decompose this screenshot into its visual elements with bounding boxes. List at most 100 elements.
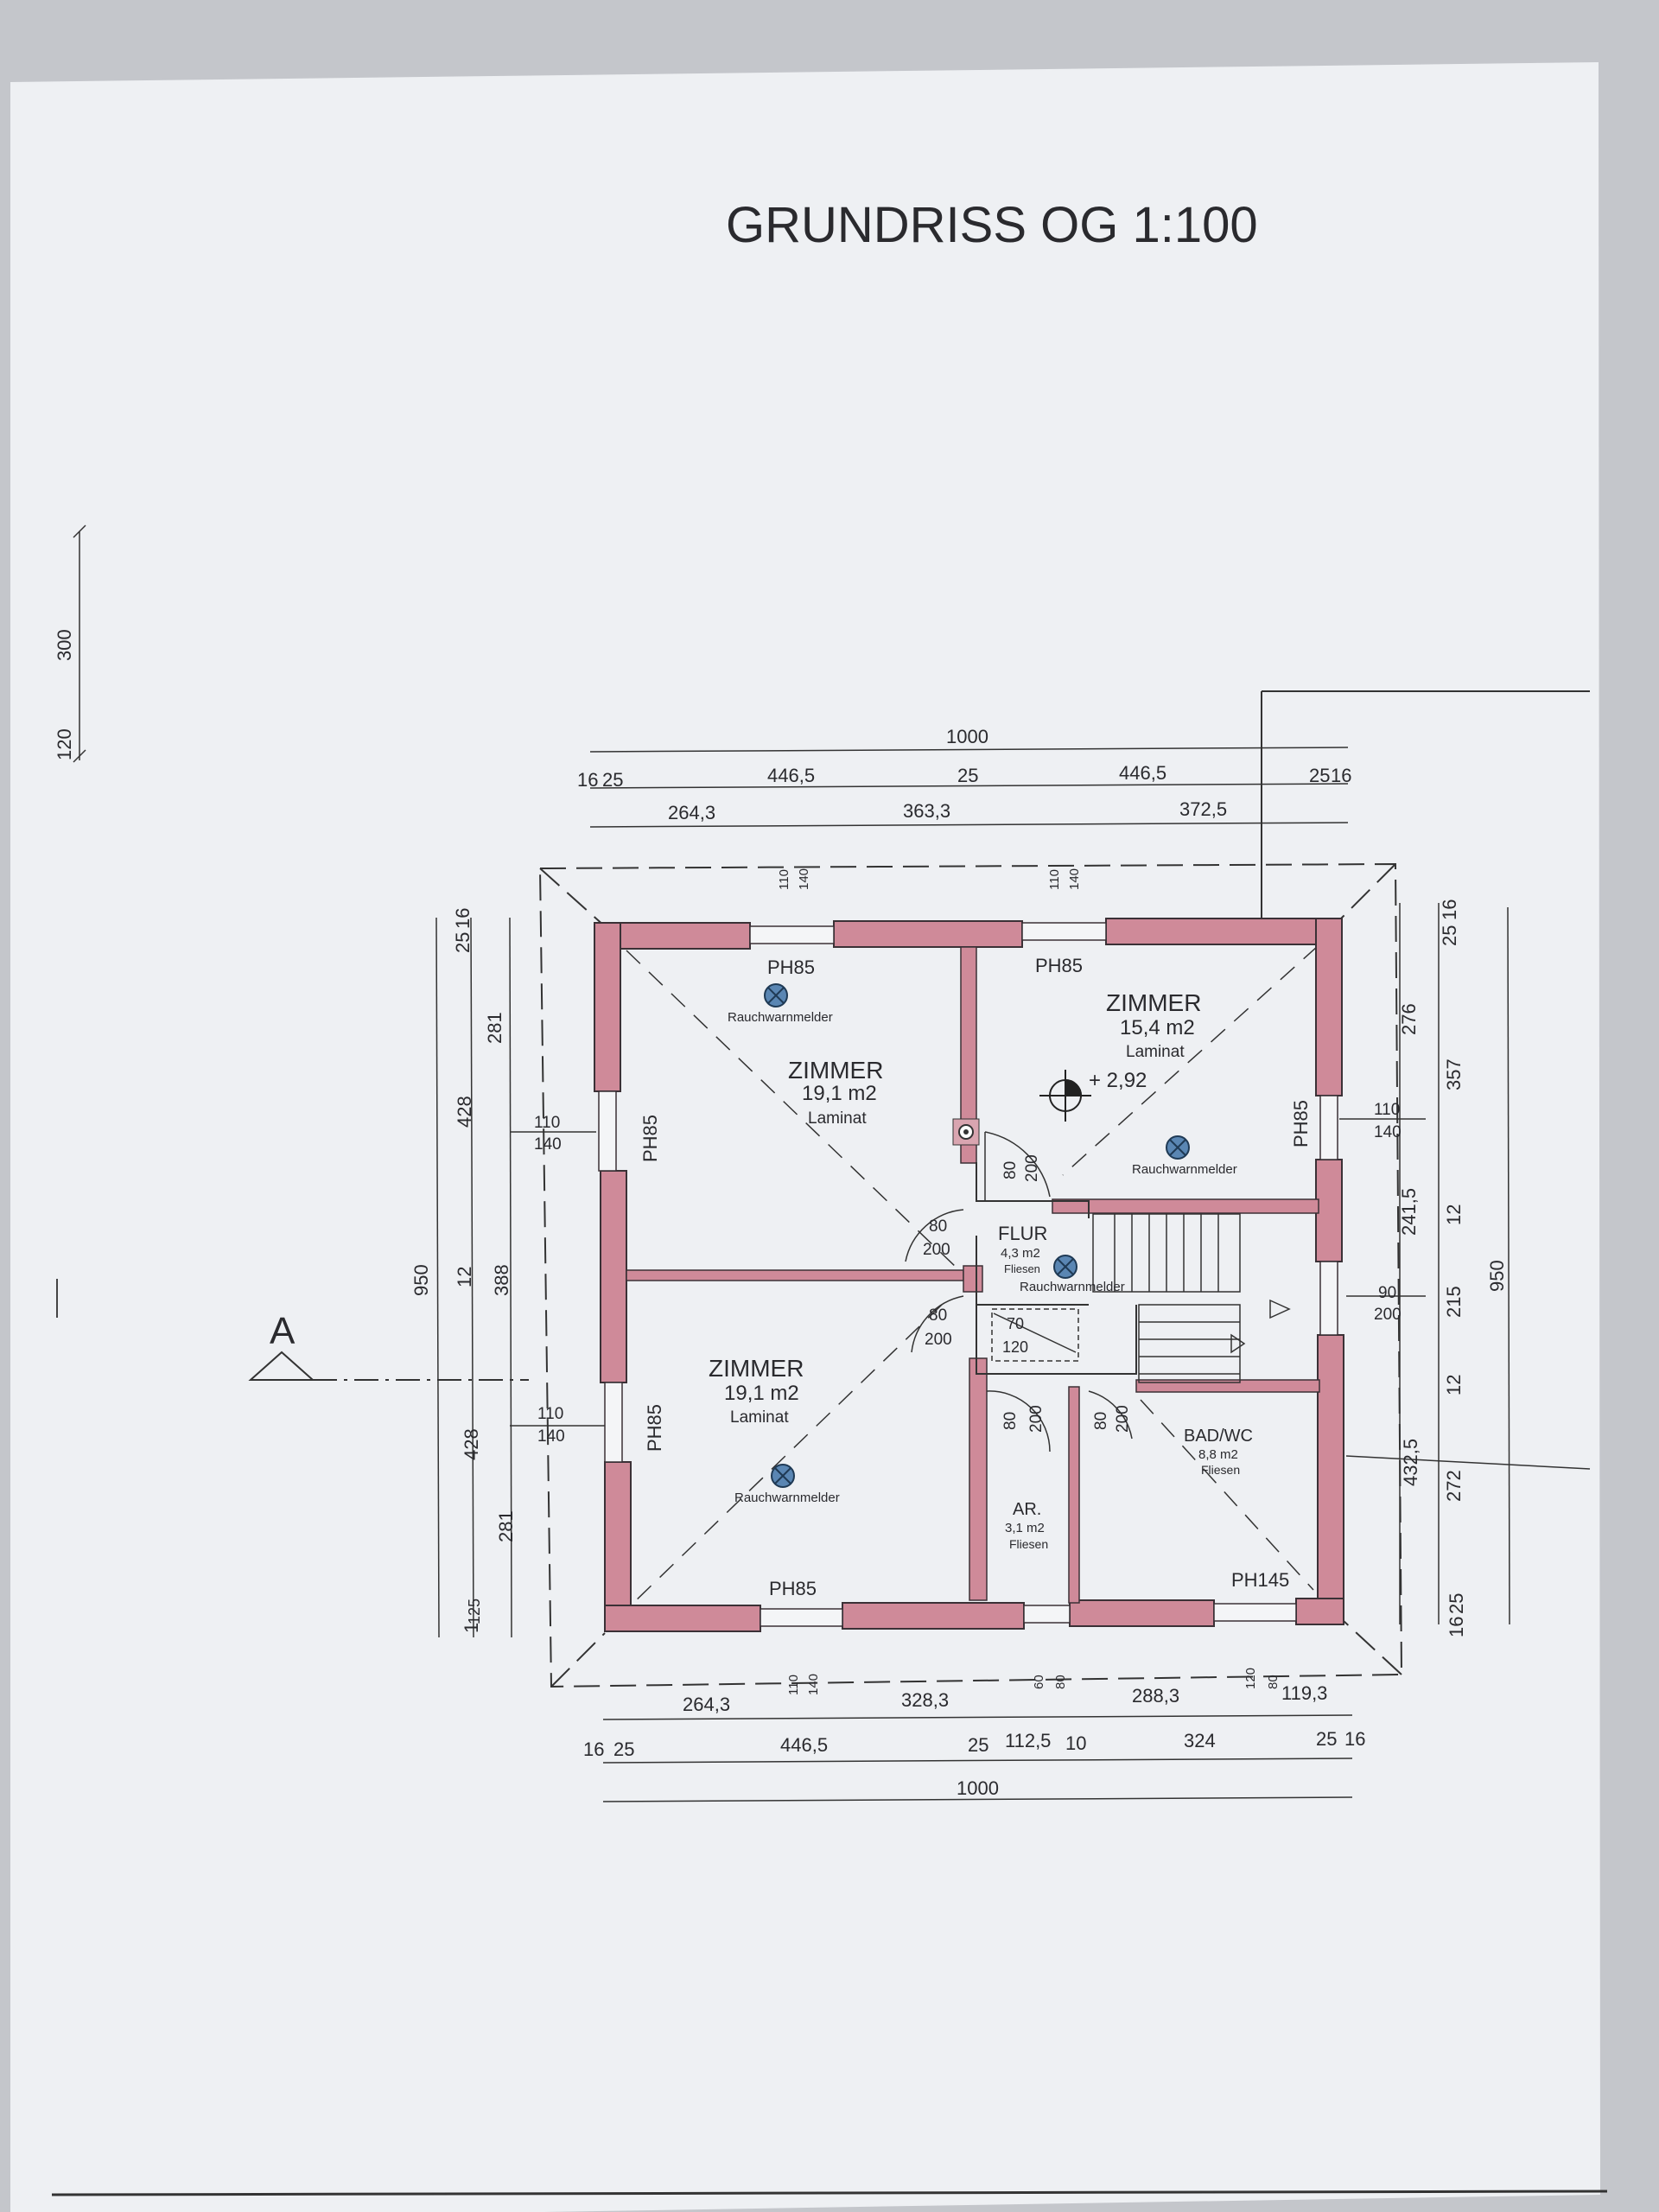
page-edge-line	[51, 2190, 1608, 2196]
ar-name: AR.	[1013, 1500, 1041, 1519]
top-d-446b: 446,5	[1119, 762, 1166, 784]
bot-door-b: 80	[1053, 1675, 1068, 1689]
r1-floor: Laminat	[808, 1109, 867, 1128]
bot-win-a: 110	[786, 1675, 801, 1695]
interior-walls	[626, 946, 1320, 1604]
left-125: 125	[466, 1599, 483, 1624]
roof-outline	[538, 862, 1403, 1688]
right-top-16: 16	[1439, 899, 1460, 920]
door1-w: 80	[1001, 1161, 1020, 1179]
ar-area: 3,1 m2	[1005, 1521, 1045, 1535]
hatch-w: 70	[1007, 1315, 1024, 1332]
right-272: 272	[1443, 1470, 1465, 1502]
ceiling-diagonals	[626, 945, 1319, 1606]
windows	[598, 922, 1338, 1627]
top-d-25: 25	[602, 769, 623, 791]
bot-r2-25b: 25	[968, 1734, 988, 1756]
r2-name: ZIMMER	[1106, 989, 1201, 1016]
left-12: 12	[454, 1267, 475, 1287]
r2-smoke-label: Rauchwarnmelder	[1132, 1162, 1237, 1177]
left-win2-b: 140	[537, 1427, 565, 1446]
bot-win-b: 140	[806, 1674, 821, 1695]
r3-smoke-label: Rauchwarnmelder	[734, 1491, 840, 1505]
door2-h: 200	[923, 1241, 950, 1259]
door5-h: 200	[1114, 1405, 1132, 1433]
right-win-a: 110	[1374, 1101, 1400, 1119]
top-total: 1000	[946, 726, 988, 747]
door2-w: 80	[929, 1217, 947, 1236]
bot-r2-16: 16	[583, 1738, 604, 1760]
scale-value-120: 120	[54, 728, 75, 760]
flur-walls	[976, 1162, 1137, 1375]
flur-smoke-label: Rauchwarnmelder	[1020, 1280, 1125, 1294]
top-r3-b: 363,3	[903, 800, 950, 822]
bot-r2-324: 324	[1184, 1730, 1216, 1751]
bad-window-label: PH145	[1231, 1569, 1289, 1591]
section-marker-a	[248, 1351, 529, 1381]
r1-name: ZIMMER	[788, 1057, 883, 1084]
section-label: A	[270, 1310, 296, 1352]
door1-h: 200	[1023, 1154, 1041, 1182]
level-marker	[1039, 1070, 1091, 1122]
left-top-25: 25	[452, 932, 474, 953]
left-388: 388	[491, 1264, 512, 1296]
right-241: 241,5	[1398, 1188, 1420, 1236]
staircase	[1092, 1213, 1291, 1383]
smoke-detector-icons	[764, 983, 1190, 1488]
scale-value-300: 300	[54, 629, 75, 661]
right-total: 950	[1486, 1260, 1508, 1292]
bot-win2-b: 80	[1266, 1675, 1281, 1689]
bad-name: BAD/WC	[1184, 1427, 1253, 1446]
right-25: 25	[1446, 1593, 1467, 1614]
top-win2-a: 110	[1047, 869, 1062, 890]
left-281b: 281	[495, 1510, 517, 1542]
left-428a: 428	[454, 1096, 475, 1128]
top-d-446a: 446,5	[767, 765, 815, 786]
right-432: 432,5	[1400, 1439, 1421, 1486]
door3-w: 80	[929, 1306, 947, 1325]
top-d-25c: 25	[1309, 765, 1330, 786]
top-r3-a: 264,3	[668, 802, 715, 823]
right-12a: 12	[1443, 1205, 1465, 1225]
door5-w: 80	[1092, 1412, 1110, 1430]
bot-r2-25: 25	[613, 1738, 634, 1760]
r1-window-label: PH85	[767, 957, 815, 978]
r3-side-window: PH85	[644, 1404, 665, 1452]
door4-h: 200	[1027, 1405, 1046, 1433]
right-win-b: 140	[1374, 1123, 1402, 1141]
r2-floor: Laminat	[1126, 1043, 1185, 1061]
top-win2-b: 140	[1067, 868, 1082, 890]
bot-r2-10: 10	[1065, 1732, 1086, 1754]
bot-r2-112: 112,5	[1005, 1730, 1051, 1751]
left-1: 1	[461, 1623, 482, 1633]
door-swings	[905, 1131, 1133, 1452]
bot-r1-b: 328,3	[901, 1689, 949, 1711]
r2-side-window: PH85	[1290, 1100, 1312, 1147]
right-357: 357	[1443, 1058, 1465, 1090]
bad-floor: Fliesen	[1201, 1463, 1240, 1477]
left-top-16: 16	[452, 908, 474, 929]
r1-smoke-label: Rauchwarnmelder	[728, 1010, 833, 1025]
right-16: 16	[1446, 1617, 1467, 1637]
top-d-16: 16	[577, 769, 598, 791]
flur-area: 4,3 m2	[1001, 1246, 1040, 1261]
page-title: GRUNDRISS OG 1:100	[726, 197, 1258, 253]
left-428b: 428	[461, 1428, 482, 1460]
top-d-16b: 16	[1331, 765, 1351, 786]
r3-floor: Laminat	[730, 1408, 789, 1427]
flur-floor: Fliesen	[1004, 1262, 1040, 1275]
r3-name: ZIMMER	[709, 1355, 804, 1382]
left-281a: 281	[484, 1012, 505, 1044]
top-win1-a: 110	[777, 869, 791, 890]
ar-floor: Fliesen	[1009, 1537, 1048, 1551]
door4-w: 80	[1001, 1412, 1020, 1430]
bot-r2-25c: 25	[1316, 1728, 1337, 1750]
r1-side-window: PH85	[639, 1115, 661, 1162]
right-12b: 12	[1443, 1375, 1465, 1395]
r2-area: 15,4 m2	[1120, 1016, 1195, 1039]
bot-door-a: 60	[1032, 1675, 1046, 1689]
hatch-h: 120	[1002, 1338, 1028, 1356]
bot-r1-a: 264,3	[683, 1694, 730, 1715]
right-win2-b: 200	[1374, 1306, 1402, 1324]
bot-total: 1000	[957, 1777, 999, 1799]
